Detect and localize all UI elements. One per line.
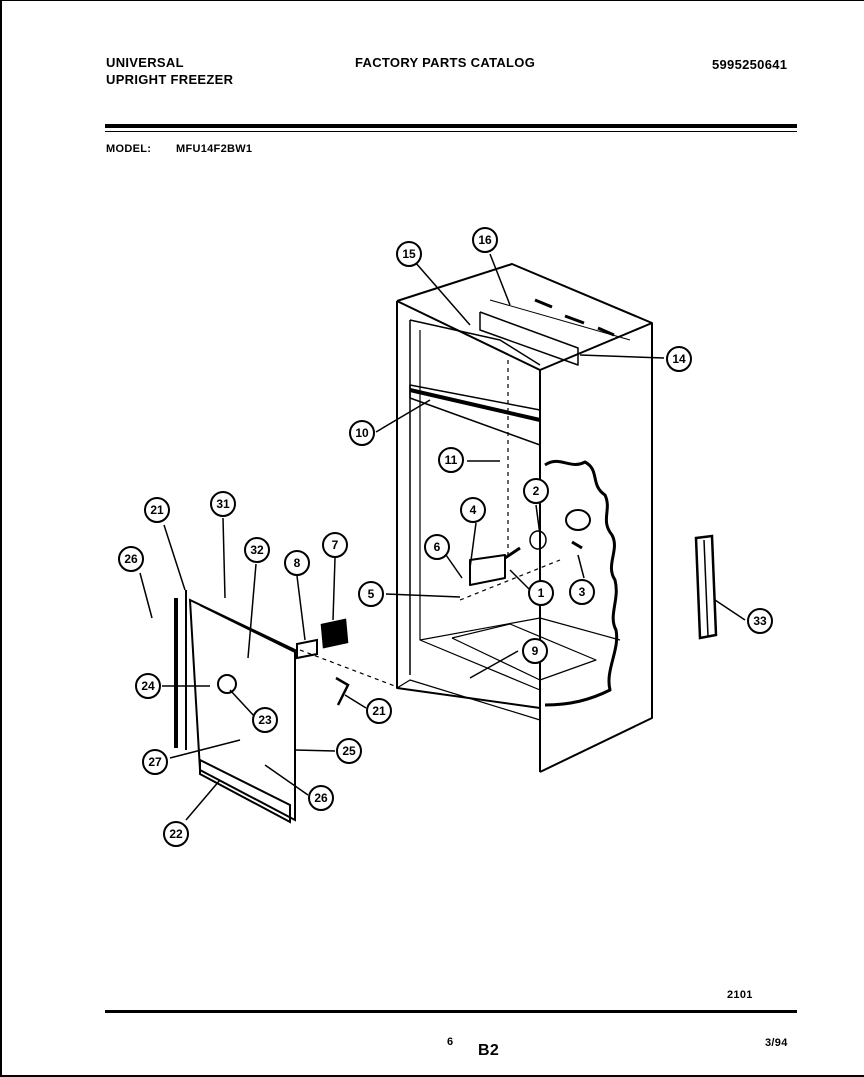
callout-26-b [308, 785, 334, 811]
brand-line-1: UNIVERSAL [106, 55, 184, 70]
callout-text: 14 [672, 352, 686, 366]
callout-text: 32 [250, 543, 264, 557]
callout-8 [284, 550, 310, 576]
callout-16 [472, 227, 498, 253]
callout-text: 23 [258, 713, 272, 727]
callout-text: 21 [150, 503, 164, 517]
callout-bubbles [118, 227, 773, 847]
callout-11 [438, 447, 464, 473]
catalog-date: 3/94 [765, 1037, 788, 1049]
catalog-title: FACTORY PARTS CATALOG [355, 55, 536, 70]
callout-text: 21 [372, 704, 386, 718]
callout-text: 25 [342, 744, 356, 758]
back-panel-drawing [174, 534, 718, 824]
callout-10 [349, 420, 375, 446]
figure-code: 2101 [727, 989, 753, 1001]
callout-text: 33 [753, 614, 767, 628]
page-number: 6 [447, 1036, 454, 1048]
callout-text: 2 [533, 484, 540, 498]
callout-text: 15 [402, 247, 416, 261]
callout-22 [163, 821, 189, 847]
callout-3 [569, 579, 595, 605]
leader-lines [139, 253, 746, 821]
model-value: MFU14F2BW1 [176, 143, 253, 155]
frame-top-edge [0, 0, 864, 1]
callout-24 [135, 673, 161, 699]
callout-2 [523, 478, 549, 504]
callout-32 [244, 537, 270, 563]
callout-text: 26 [124, 552, 138, 566]
callout-23 [252, 707, 278, 733]
callout-text: 22 [169, 827, 183, 841]
callout-text: 16 [478, 233, 492, 247]
callout-numbers: 1 2 3 4 5 6 7 8 9 10 11 14 15 16 21 21 2… [124, 233, 767, 841]
callout-31 [210, 491, 236, 517]
model-label: MODEL: [106, 143, 152, 155]
frame-left-edge [0, 0, 2, 1077]
callout-33 [747, 608, 773, 634]
callout-6 [424, 534, 450, 560]
callout-text: 27 [148, 755, 162, 769]
callout-text: 3 [579, 585, 586, 599]
section-code: B2 [478, 1042, 500, 1059]
callout-text: 10 [355, 426, 369, 440]
header-rule-thin [105, 131, 797, 132]
callout-21-b [366, 698, 392, 724]
callout-text: 9 [532, 644, 539, 658]
header-rule-thick [105, 124, 797, 128]
callout-7 [322, 532, 348, 558]
callout-9 [522, 638, 548, 664]
callout-text: 24 [141, 679, 155, 693]
callout-15 [396, 241, 422, 267]
cabinet-drawing [299, 263, 653, 773]
callout-text: 31 [216, 497, 230, 511]
callout-text: 1 [538, 586, 545, 600]
callout-26-a [118, 546, 144, 572]
frame-bottom-edge [0, 1075, 864, 1077]
callout-text: 4 [470, 503, 477, 517]
callout-text: 8 [294, 556, 301, 570]
callout-1 [528, 580, 554, 606]
callout-5 [358, 581, 384, 607]
callout-14 [666, 346, 692, 372]
callout-text: 11 [445, 453, 458, 467]
footer-rule [105, 1010, 797, 1013]
brand-line-2: UPRIGHT FREEZER [106, 72, 234, 87]
catalog-number: 5995250641 [712, 57, 788, 72]
callout-4 [460, 497, 486, 523]
callout-text: 5 [368, 587, 375, 601]
callout-text: 6 [434, 540, 441, 554]
callout-21-a [144, 497, 170, 523]
callout-text: 26 [314, 791, 328, 805]
callout-text: 7 [332, 538, 339, 552]
callout-25 [336, 738, 362, 764]
callout-27 [142, 749, 168, 775]
